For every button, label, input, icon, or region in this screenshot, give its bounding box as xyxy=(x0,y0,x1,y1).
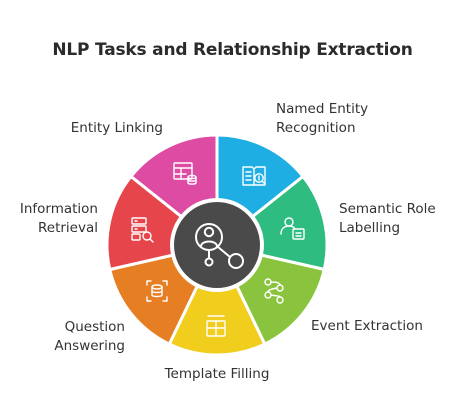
database-scan-icon xyxy=(146,280,168,302)
label-information-retrieval: Information Retrieval xyxy=(20,200,98,238)
label-entity-linking: Entity Linking xyxy=(71,119,163,138)
label-semantic-role-labelling: Semantic Role Labelling xyxy=(339,200,436,238)
label-line: Answering xyxy=(54,338,125,354)
event-graph-icon xyxy=(264,278,284,304)
label-template-filling: Template Filling xyxy=(147,365,287,384)
label-line: Entity Linking xyxy=(70,120,163,136)
diagram-title: NLP Tasks and Relationship Extraction xyxy=(52,40,413,60)
user-card-icon xyxy=(280,217,305,240)
label-named-entity-recognition: Named Entity Recognition xyxy=(276,100,368,138)
label-line: Event Extraction xyxy=(311,318,423,334)
person-network-icon xyxy=(195,223,244,269)
table-database-icon xyxy=(173,162,197,185)
document-search-icon xyxy=(242,166,266,186)
label-line: Labelling xyxy=(339,220,401,236)
label-line: Named Entity xyxy=(276,101,369,117)
template-layout-icon xyxy=(206,315,226,337)
server-search-icon xyxy=(131,217,154,243)
label-line: Recognition xyxy=(276,120,356,136)
label-line: Information xyxy=(19,201,98,217)
label-line: Semantic Role xyxy=(339,201,436,217)
label-line: Retrieval xyxy=(38,220,98,236)
label-event-extraction: Event Extraction xyxy=(311,317,423,336)
label-line: Question xyxy=(64,319,125,335)
label-line: Template Filling xyxy=(164,366,270,382)
label-question-answering: Question Answering xyxy=(54,318,125,356)
